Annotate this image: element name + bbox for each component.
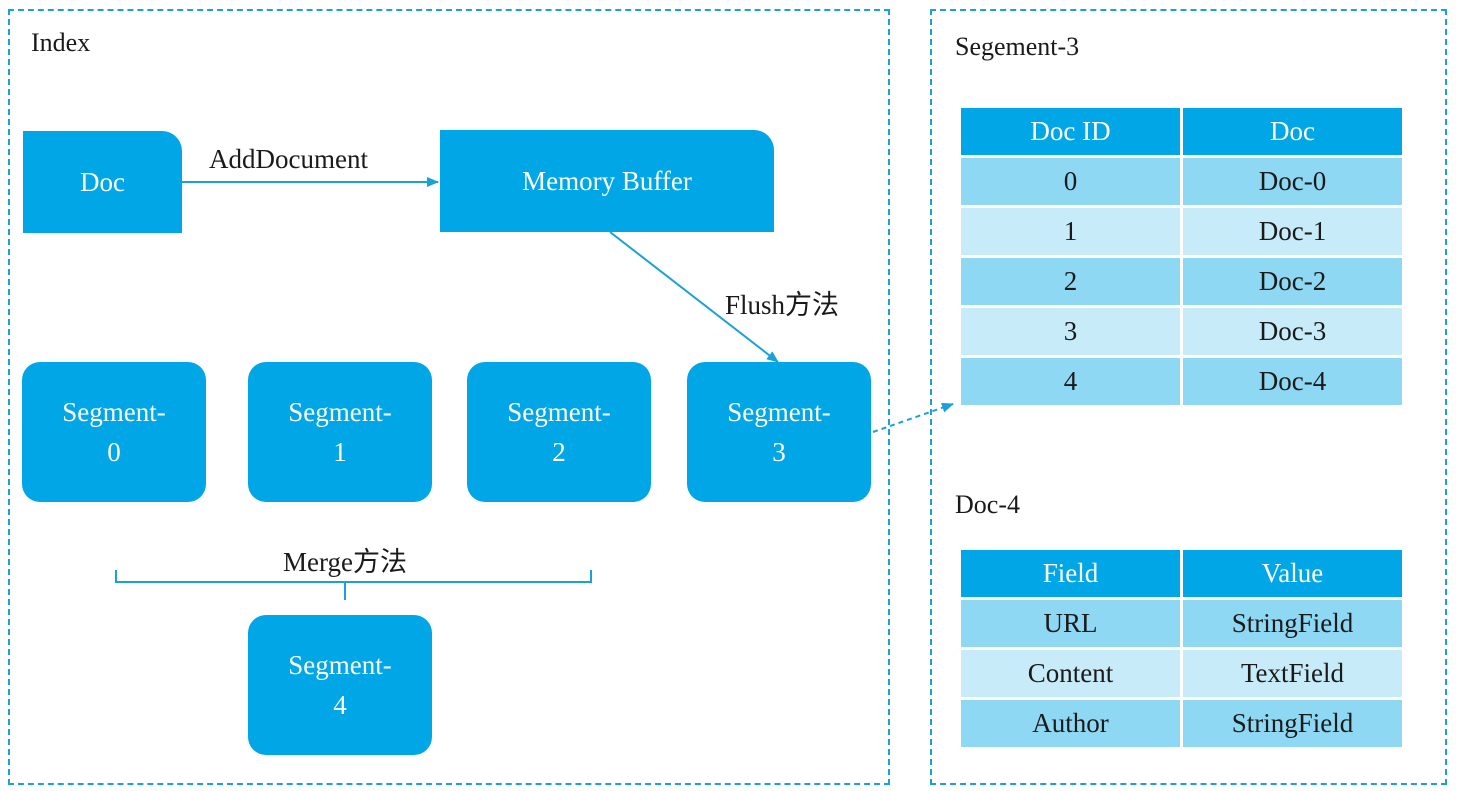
table-cell: Doc-2 [1183,258,1402,305]
table-cell: 2 [961,258,1180,305]
segment-4-line1: Segment- [288,650,392,680]
table-row: URL StringField [961,600,1402,647]
table-row: 4 Doc-4 [961,358,1402,405]
segment3-detail-arrow [872,402,954,433]
table-row: 1 Doc-1 [961,208,1402,255]
segment-3-box: Segment- 3 [687,362,871,502]
doc-box: Doc [23,131,182,233]
segment-4-line2: 4 [333,690,347,720]
table-cell: Doc-1 [1183,208,1402,255]
segment-0-box: Segment- 0 [22,362,206,502]
segment-3-line1: Segment- [727,397,831,427]
table-cell: URL [961,600,1180,647]
table-header-cell: Field [961,550,1180,597]
table-cell: Doc-4 [1183,358,1402,405]
table-row: 3 Doc-3 [961,308,1402,355]
flush-label: Flush方法 [725,290,840,320]
segment-2-line1: Segment- [507,397,611,427]
table-row: 2 Doc-2 [961,258,1402,305]
table-header-cell: Doc ID [961,108,1180,155]
merge-bracket [115,570,592,600]
segment-2-box: Segment- 2 [467,362,651,502]
merge-label: Merge方法 [283,547,407,577]
segment3-title: Segement-3 [955,32,1080,61]
table-row: Author StringField [961,700,1402,747]
doc4-table: Field Value URL StringField Content Text… [958,547,1405,750]
segment-0-line1: Segment- [62,397,166,427]
segment-3-line2: 3 [772,437,786,467]
table-cell: StringField [1183,600,1402,647]
segment-1-box: Segment- 1 [248,362,432,502]
table-cell: 1 [961,208,1180,255]
table-header-cell: Value [1183,550,1402,597]
table-cell: TextField [1183,650,1402,697]
table-cell: Content [961,650,1180,697]
segment-4-box: Segment- 4 [248,615,432,755]
segment-1-line1: Segment- [288,397,392,427]
table-cell: 3 [961,308,1180,355]
index-title: Index [31,28,91,57]
table-row: Content TextField [961,650,1402,697]
memory-buffer-box: Memory Buffer [440,130,774,232]
doc4-title: Doc-4 [955,490,1020,519]
table-header-row: Doc ID Doc [961,108,1402,155]
table-header-row: Field Value [961,550,1402,597]
index-panel [8,9,890,785]
flush-arrow [609,231,779,363]
memory-buffer-label: Memory Buffer [522,166,692,196]
table-cell: StringField [1183,700,1402,747]
table-cell: 4 [961,358,1180,405]
table-header-cell: Doc [1183,108,1402,155]
segment-1-line2: 1 [333,437,347,467]
segment-2-line2: 2 [552,437,566,467]
table-cell: 0 [961,158,1180,205]
table-cell: Author [961,700,1180,747]
table-cell: Doc-0 [1183,158,1402,205]
segment-0-line2: 0 [107,437,121,467]
segment3-table: Doc ID Doc 0 Doc-0 1 Doc-1 2 Doc-2 3 Doc… [958,105,1405,408]
doc-box-label: Doc [80,167,125,197]
table-cell: Doc-3 [1183,308,1402,355]
segment3-panel [930,9,1447,785]
table-row: 0 Doc-0 [961,158,1402,205]
add-document-label: AddDocument [209,144,368,174]
